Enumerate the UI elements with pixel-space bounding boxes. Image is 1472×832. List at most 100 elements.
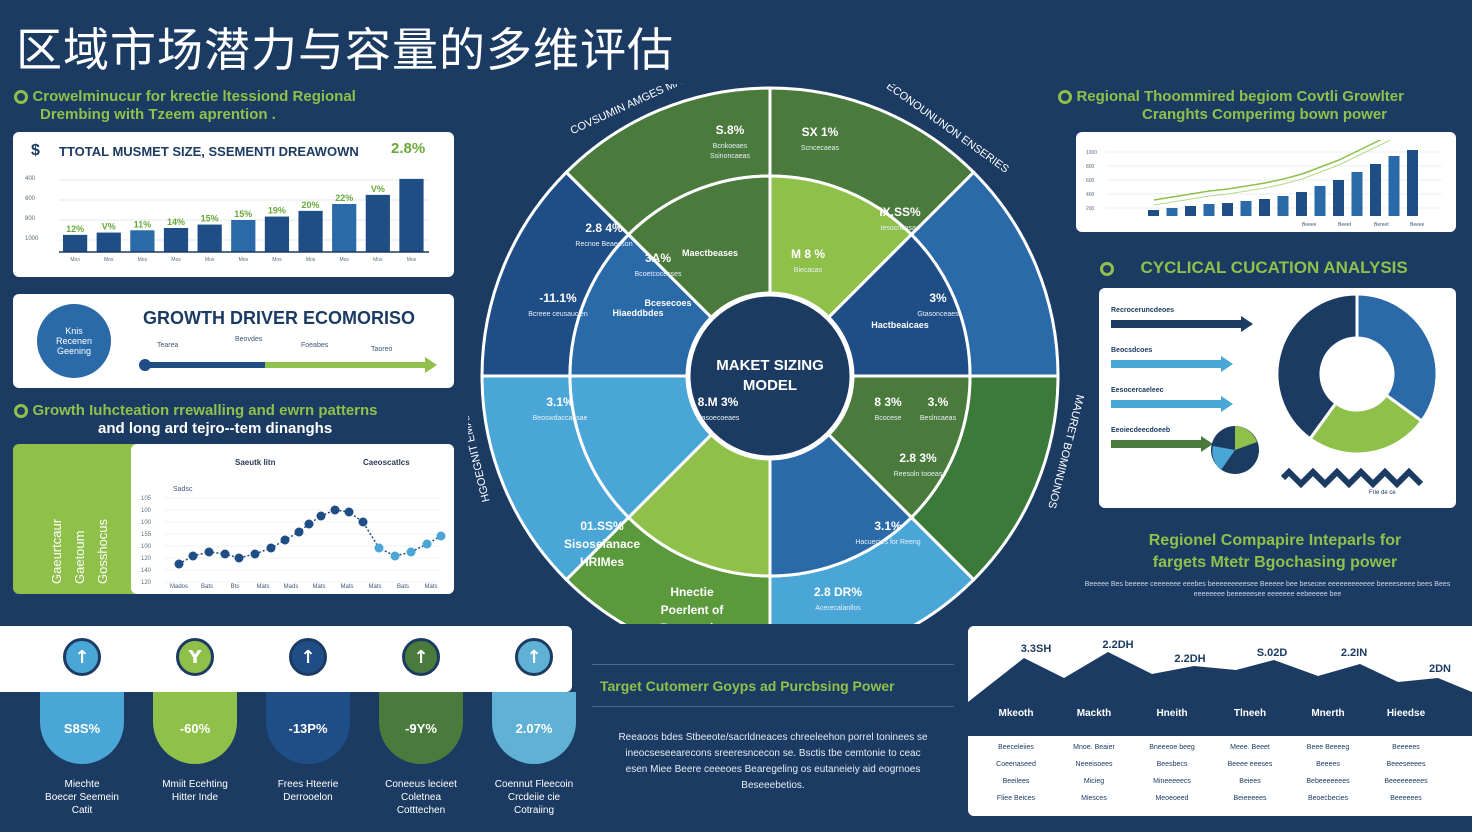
segment-subtext: Bcoetcocesses xyxy=(634,271,682,278)
donut-slice xyxy=(1355,292,1439,424)
metric-value: 2.07% xyxy=(515,720,553,736)
arrow-bar xyxy=(1111,400,1221,408)
data-point xyxy=(304,519,314,529)
metric-card: 2.07% xyxy=(492,692,576,764)
growth-caption-line1: Growth Iuhcteation rrewalling and ewrn p… xyxy=(32,402,378,419)
wave-label: Frie de ce xyxy=(1369,490,1396,496)
timeline-label: Tearea xyxy=(157,342,179,349)
arrow-right-icon xyxy=(1221,356,1233,372)
metric-card: -13P% xyxy=(266,692,350,764)
data-point xyxy=(174,559,184,569)
mountain-column-row: Beeilees xyxy=(1002,778,1030,785)
line-chart-panel: Saeutk litn Caeoscatlcs Sadsc 105 100 100 1… xyxy=(131,444,454,594)
mountain-column-row: Beeeseeees xyxy=(1386,761,1426,768)
bar xyxy=(1277,196,1289,216)
x-tick-label: Mos xyxy=(339,257,349,263)
mountain-column-row: Miesces xyxy=(1081,795,1107,802)
left-top-caption-line2: Drembing with Tzeem aprention . xyxy=(40,106,276,123)
bar xyxy=(63,234,88,252)
timeline-label: Foeabes xyxy=(301,342,329,349)
x-tick-label: Mos xyxy=(239,257,249,263)
bar xyxy=(1203,204,1215,216)
y-tick-label: 100 xyxy=(141,544,152,550)
segment-subtext: Reesoln tooeas xyxy=(894,471,943,478)
mountain-column-head: Hieedse xyxy=(1386,708,1426,719)
growth-caption: Growth Iuhcteation rrewalling and ewrn p… xyxy=(14,402,454,437)
y-tick-label: 100 xyxy=(141,520,152,526)
legend-item: Beeee xyxy=(1410,222,1425,228)
side-label: Gosshocus xyxy=(94,518,110,584)
mini-pie-slice xyxy=(1212,446,1235,470)
bar-annotation: 22% xyxy=(335,193,353,203)
bar xyxy=(264,216,290,252)
metric-label: Miechte Boecer Seemein Catit xyxy=(45,779,119,816)
y-tick-label: 600 xyxy=(1086,178,1095,184)
metric-value: -60% xyxy=(179,720,211,736)
segment-subtext: Biecacas xyxy=(794,267,823,274)
line-chart-series-label: Sadsc xyxy=(173,486,193,493)
segment-subtext: Iesocncnsas xyxy=(881,225,920,232)
bar-annotation: 12% xyxy=(66,224,84,234)
arrow-right-icon xyxy=(1221,396,1233,412)
regional-caption: Regionel Compapire Inteparls for fargets… xyxy=(1100,530,1450,574)
target-customer-body: Reeaoos bdes Stbeeote/sacrldneaces chree… xyxy=(618,732,928,791)
bullet-icon xyxy=(1058,89,1072,104)
regional-caption-line2: fargets Mtetr Bgochasing power xyxy=(1152,554,1398,571)
x-tick-label: Mats xyxy=(340,584,353,590)
arrow-up-icon: ↑ xyxy=(289,638,327,676)
peak-value: 2.2DH xyxy=(1174,653,1205,665)
metric-label: Frees Hteerie Derrooelon xyxy=(277,779,339,803)
data-point xyxy=(234,553,244,563)
line-chart-header-right: Caeoscatlcs xyxy=(363,458,410,467)
mountain-column-row: Fliee Beices xyxy=(996,795,1036,802)
bar xyxy=(197,224,222,252)
segment-value: M 8 % xyxy=(791,247,825,261)
bar-annotation: 11% xyxy=(134,219,152,229)
x-tick-label: Mats xyxy=(256,584,269,590)
target-customer-title: Target Cutomerr Goyps ad Purcbsing Power xyxy=(600,678,895,694)
y-tick-label: 105 xyxy=(141,496,152,502)
data-point xyxy=(330,505,340,515)
growth-driver-timeline: Tearea Beovdes Foeabes Taoreo xyxy=(139,336,437,373)
data-point xyxy=(436,531,446,541)
regional-fine-print: Beeeee Bes beeeee ceeeeeee eeebes beeeee… xyxy=(1084,581,1451,598)
mountain-column-row: Micieg xyxy=(1083,778,1105,785)
series-line xyxy=(178,509,442,565)
metric-value: S8S% xyxy=(63,720,101,736)
segment-subtext: Beslncaeas xyxy=(920,415,957,422)
wheel-center-label: MAKET SIZING xyxy=(716,357,824,374)
inner-label: Hiaeddbdes xyxy=(612,308,663,318)
segment-value: Runaseekn xyxy=(660,621,724,624)
bar xyxy=(1370,164,1381,216)
y-tick-label: 200 xyxy=(1086,206,1095,212)
segment-subtext: Hasoecoeaes xyxy=(697,415,740,422)
x-tick-label: Mos xyxy=(373,257,383,263)
mini-pie-slice xyxy=(1235,426,1257,450)
mountain-column-row: Beeeeeeeees xyxy=(1384,778,1428,785)
mountain-column-row: Beeees xyxy=(1316,761,1340,768)
peak-value: S.02D xyxy=(1257,647,1288,659)
line-chart-header-left: Saeutk litn xyxy=(235,458,276,467)
mountain-column-row: Beeeeees xyxy=(1390,795,1422,802)
bar xyxy=(1148,210,1159,216)
y-tick-label: 100 xyxy=(141,508,152,514)
metric-card: -60% xyxy=(153,692,237,764)
currency-symbol: $ xyxy=(31,142,40,159)
arrow-up-icon: ↑ xyxy=(63,638,101,676)
segment-value: 3% xyxy=(929,291,947,305)
bar-annotation: V% xyxy=(371,184,385,194)
wheel-center xyxy=(685,291,855,461)
inner-label: Bcesecoes xyxy=(644,298,691,308)
arrow-right-icon xyxy=(1241,316,1253,332)
mountain-column-head: Mkeoth xyxy=(998,708,1034,719)
bar xyxy=(1222,203,1233,216)
segment-value: 3.1% xyxy=(546,395,574,409)
mountain-column-row: Bneeeoe beeg xyxy=(1149,744,1195,751)
peak-value: 2DN xyxy=(1429,663,1451,675)
mountain-column-row: Mnoe. Beaier xyxy=(1073,744,1115,751)
data-point xyxy=(204,547,214,557)
left-top-caption: Crowelminucur for krectie ltessiond Regi… xyxy=(14,88,454,123)
left-top-caption-line1: Crowelminucur for krectie ltessiond Regi… xyxy=(32,88,356,105)
